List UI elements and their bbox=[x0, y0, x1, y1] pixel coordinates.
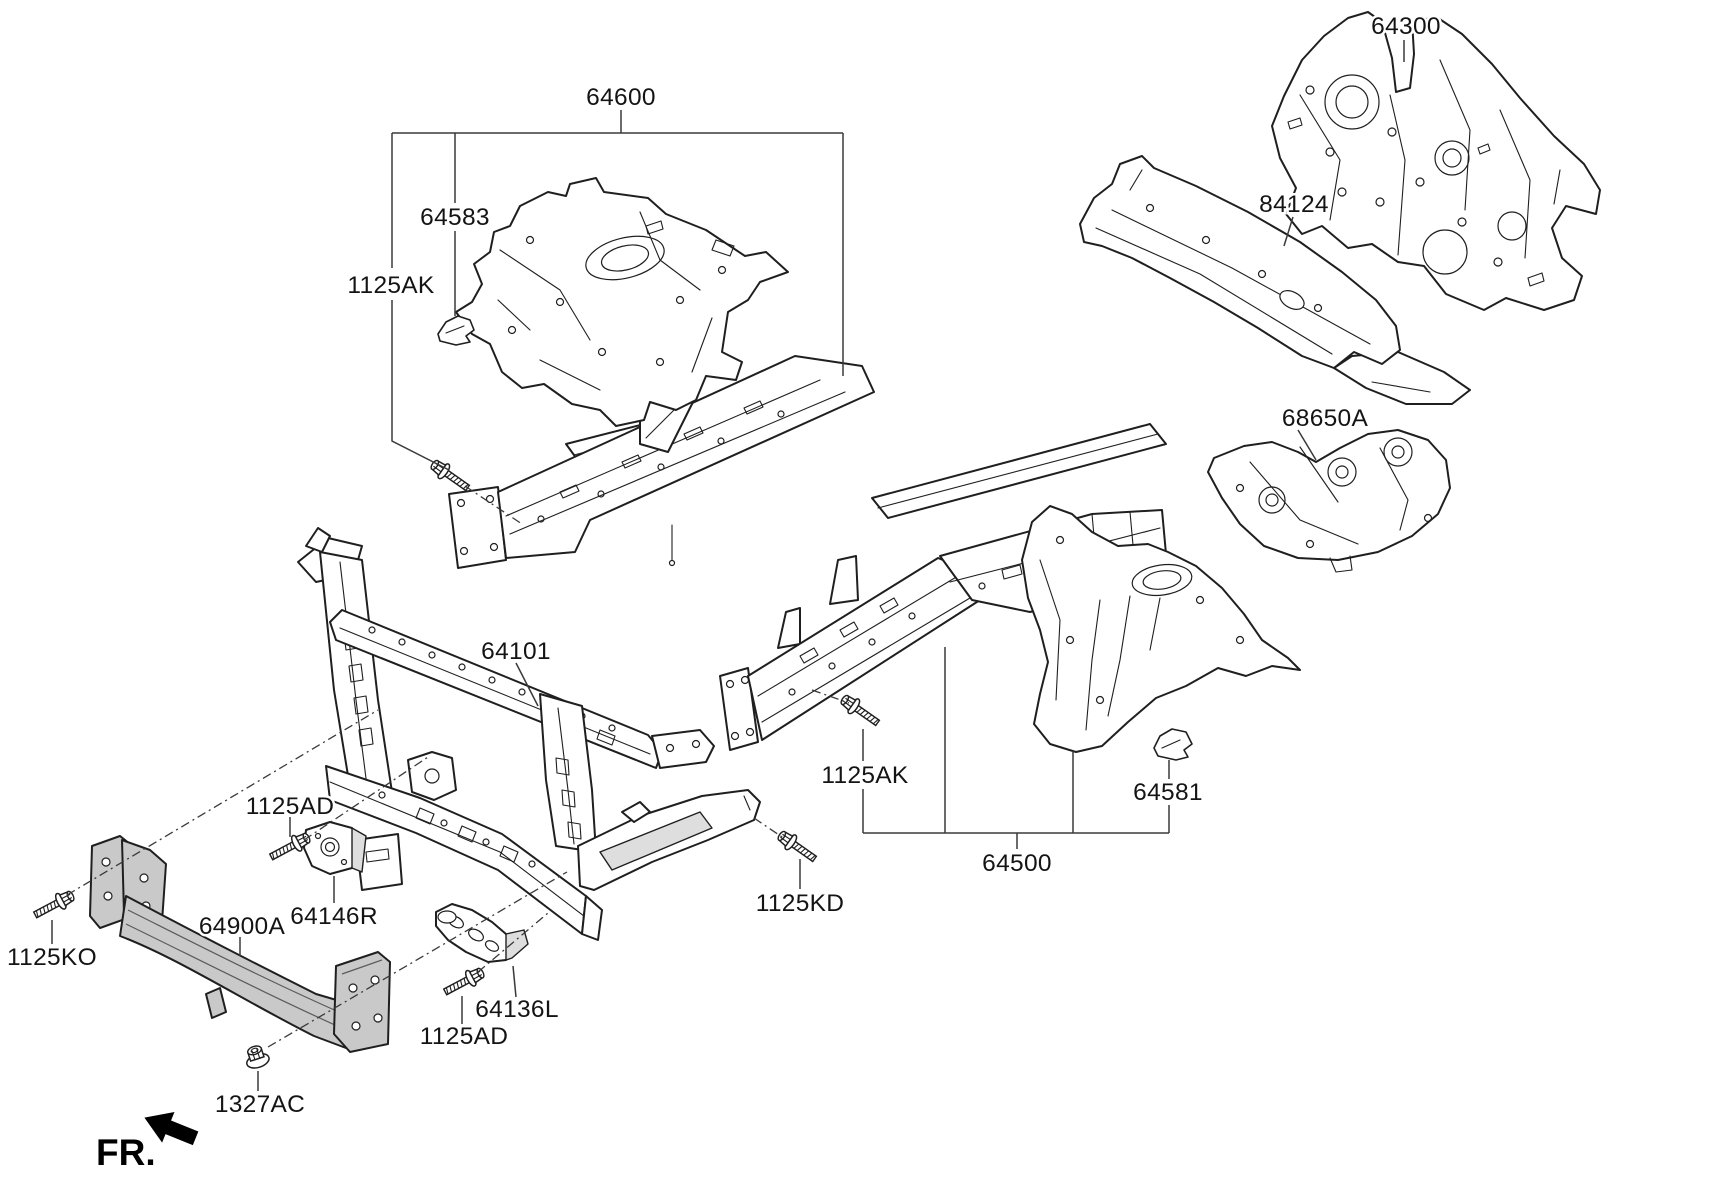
flange-nut-icon-1327ac bbox=[246, 1045, 270, 1069]
part-bumper-beam-64900A bbox=[89, 835, 391, 1053]
part-plate-64136L bbox=[435, 903, 529, 963]
part-dash-panel-64300 bbox=[1271, 11, 1601, 311]
part-label-64300[interactable]: 64300 bbox=[1369, 11, 1443, 43]
part-heat-protector-68650A bbox=[1207, 429, 1451, 573]
part-radiator-support-64101 bbox=[297, 527, 715, 941]
part-label-64146r[interactable]: 64146R bbox=[288, 901, 380, 933]
part-cowl-panel-84124 bbox=[1079, 155, 1471, 405]
part-label-1125ad-bottom[interactable]: 1125AD bbox=[417, 1021, 510, 1053]
part-label-64136l[interactable]: 64136L bbox=[473, 994, 561, 1026]
fr-direction-arrow-icon bbox=[144, 1111, 199, 1146]
part-label-1327ac[interactable]: 1327AC bbox=[212, 1089, 307, 1121]
part-label-1125ad-top[interactable]: 1125AD bbox=[243, 791, 336, 823]
part-bracket-64583 bbox=[437, 315, 475, 346]
fr-label: FR. bbox=[96, 1132, 156, 1173]
part-bracket-64581 bbox=[1153, 728, 1193, 761]
part-lower-tie-bar-arm bbox=[577, 789, 761, 891]
part-label-64583[interactable]: 64583 bbox=[418, 202, 492, 234]
part-label-64101[interactable]: 64101 bbox=[479, 636, 553, 668]
part-label-1125kd[interactable]: 1125KD bbox=[753, 888, 846, 920]
part-label-64500[interactable]: 64500 bbox=[980, 848, 1054, 880]
flange-bolt-icon-1125ak-right bbox=[836, 690, 884, 731]
part-label-1125ko[interactable]: 1125KO bbox=[5, 942, 100, 974]
part-fender-apron-rh bbox=[1021, 505, 1301, 753]
part-label-84124[interactable]: 84124 bbox=[1257, 189, 1331, 221]
part-label-1125ak-left[interactable]: 1125AK bbox=[345, 270, 437, 302]
part-bracket-64146R bbox=[303, 821, 367, 875]
part-label-68650a[interactable]: 68650A bbox=[1279, 403, 1370, 435]
part-label-64900a[interactable]: 64900A bbox=[196, 911, 287, 943]
flange-bolt-icon-1125kd bbox=[773, 826, 821, 867]
callout-lines bbox=[51, 40, 1405, 1091]
part-label-64600[interactable]: 64600 bbox=[584, 82, 658, 114]
part-fender-apron-assy-lh bbox=[455, 177, 789, 427]
install-direction-lines bbox=[66, 485, 850, 1048]
part-label-64581[interactable]: 64581 bbox=[1131, 777, 1205, 809]
part-label-1125ak-right[interactable]: 1125AK bbox=[819, 760, 911, 792]
